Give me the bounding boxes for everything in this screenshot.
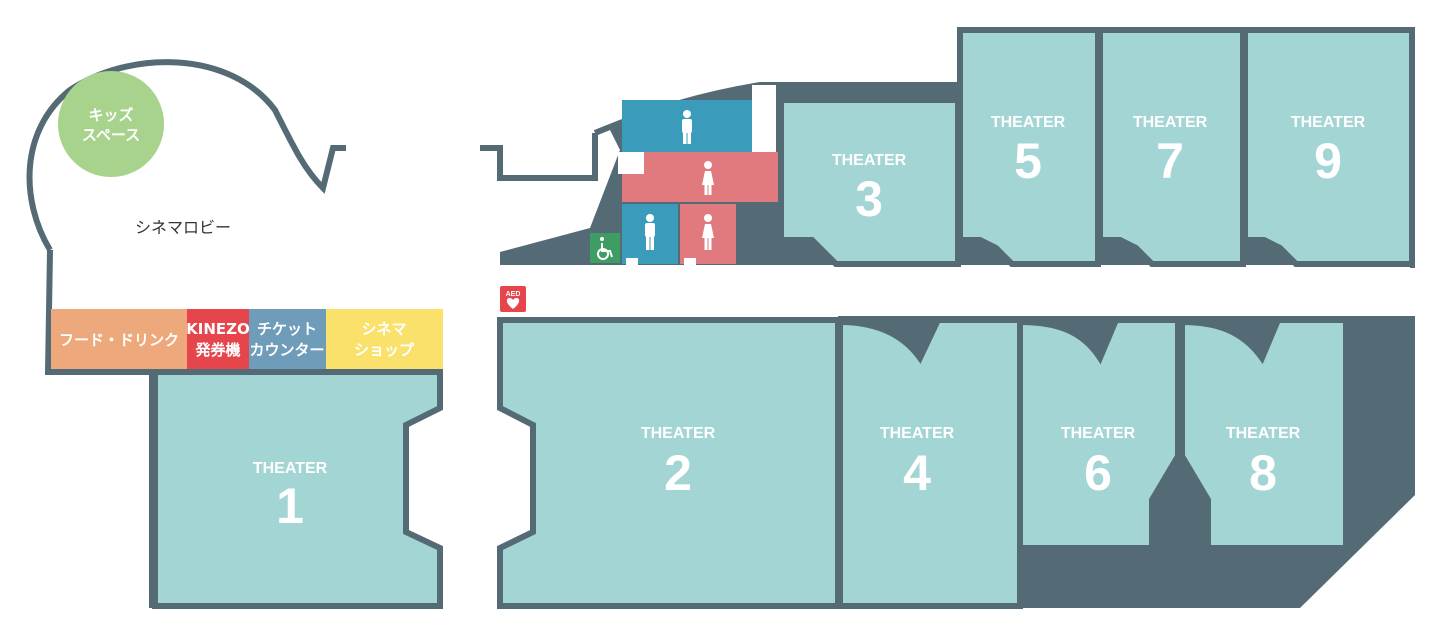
restroom-door-1 bbox=[626, 258, 638, 266]
theater-5-number: 5 bbox=[1014, 133, 1042, 189]
male-icon bbox=[645, 214, 655, 250]
theater-9[interactable] bbox=[1242, 27, 1415, 267]
heart-icon bbox=[506, 298, 520, 309]
wheelchair-icon bbox=[597, 237, 613, 260]
theater-3-number: 3 bbox=[855, 171, 883, 227]
food-drink-counter[interactable] bbox=[51, 309, 187, 369]
kinezo-label-1: KINEZO bbox=[186, 320, 250, 338]
restroom-corridor bbox=[752, 85, 776, 152]
theater-7-number: 7 bbox=[1156, 133, 1184, 189]
theater-2-number: 2 bbox=[664, 445, 692, 501]
theater-8[interactable] bbox=[1179, 317, 1349, 551]
theater-1-label: THEATER bbox=[253, 460, 328, 477]
kinezo-label-2: 発券機 bbox=[194, 341, 240, 359]
theater-7-label: THEATER bbox=[1133, 114, 1208, 131]
theater-4-number: 4 bbox=[903, 445, 931, 501]
theater-1[interactable] bbox=[152, 369, 443, 609]
cinema-shop-label-2: ショップ bbox=[354, 341, 415, 359]
theater-2-label: THEATER bbox=[641, 425, 716, 442]
theater-4-label: THEATER bbox=[880, 425, 955, 442]
female-icon bbox=[702, 161, 714, 195]
female-icon bbox=[702, 214, 714, 250]
theater-8-number: 8 bbox=[1249, 445, 1277, 501]
restroom-door-2 bbox=[684, 258, 696, 266]
kids-space-label-2: スペース bbox=[82, 126, 140, 144]
aed-label: AED bbox=[506, 291, 521, 298]
theater-6-label: THEATER bbox=[1061, 425, 1136, 442]
main-corridor bbox=[500, 265, 1410, 312]
theater-6-number: 6 bbox=[1084, 445, 1112, 501]
theater-8-label: THEATER bbox=[1226, 425, 1301, 442]
womens-restroom-upper[interactable] bbox=[622, 152, 778, 202]
theater-3-label: THEATER bbox=[832, 152, 907, 169]
aed-marker[interactable]: AED bbox=[500, 286, 526, 312]
kids-space-label-1: キッズ bbox=[88, 106, 133, 124]
lobby-label: シネマロビー bbox=[135, 218, 231, 237]
kids-space bbox=[58, 71, 164, 177]
cinema-shop-counter[interactable] bbox=[326, 309, 443, 369]
lobby-side-wall bbox=[44, 249, 155, 608]
theater-6[interactable] bbox=[1017, 317, 1181, 551]
theater-1-number: 1 bbox=[276, 478, 304, 534]
food-drink-label: フード・ドリンク bbox=[59, 331, 179, 349]
cinema-shop-label-1: シネマ bbox=[361, 320, 406, 338]
theater-5-label: THEATER bbox=[991, 114, 1066, 131]
lobby-entry-wall bbox=[480, 133, 598, 181]
male-icon bbox=[682, 110, 692, 144]
ticket-label-1: チケット bbox=[257, 320, 317, 338]
restroom-notch bbox=[618, 152, 644, 174]
kinezo-counter[interactable] bbox=[187, 309, 249, 369]
ticket-label-2: カウンター bbox=[249, 341, 324, 359]
theater-9-label: THEATER bbox=[1291, 114, 1366, 131]
ticket-counter[interactable] bbox=[249, 309, 326, 369]
theater-9-number: 9 bbox=[1314, 133, 1342, 189]
